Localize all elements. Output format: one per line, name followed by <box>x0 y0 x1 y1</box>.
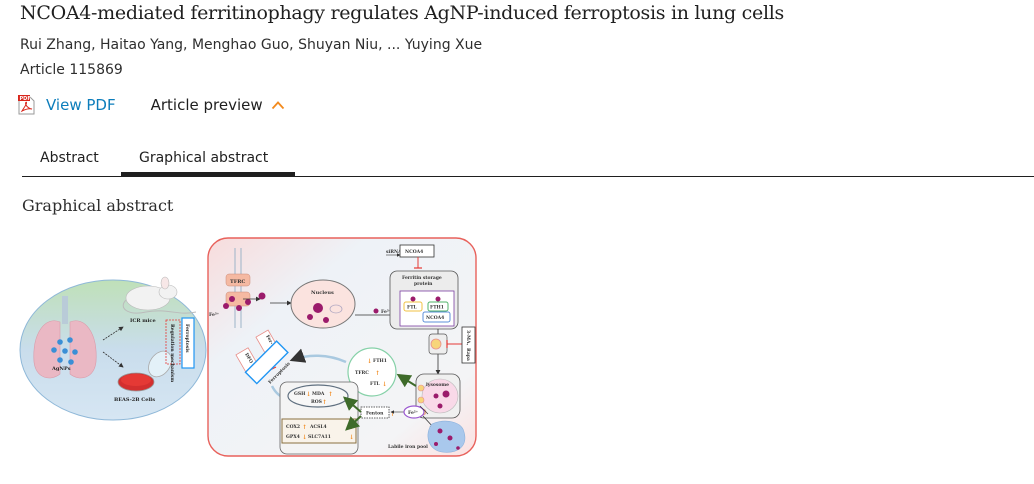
fenton-label: Fenton <box>366 411 384 417</box>
tab-graphical-abstract[interactable]: Graphical abstract <box>139 150 269 166</box>
slc7a11-down-arrow-icon: ↓ <box>349 434 354 441</box>
fer1-label: Fer-1 <box>264 334 276 348</box>
labile-iron-pool-label: Labile iron pool <box>388 444 428 450</box>
right-panel: TFRC Fe³⁺ Nucleus Fe³⁺ siRNA NCOA4 <box>207 237 477 457</box>
lungs-icon <box>33 296 97 379</box>
lysosome-label: lysosome <box>426 382 449 388</box>
fenton-up-arrow-icon: ↑ <box>390 411 395 418</box>
gpx4-label: GPX4 <box>286 434 300 440</box>
tfrc-up-arrow-icon: ↑ <box>375 370 380 377</box>
graphical-abstract-figure[interactable]: AgNPs ICR mice BEAS-2B Cells Regulation … <box>18 236 480 458</box>
ncoa4-label: NCOA4 <box>426 315 444 321</box>
mouse-icon <box>122 276 197 314</box>
fth1-change-label: FTH1 <box>373 358 387 364</box>
article-preview-toggle[interactable]: Article preview <box>151 96 285 114</box>
inhibitors-label: 3-MA、Rapa <box>465 330 471 361</box>
tab-abstract[interactable]: Abstract <box>40 150 99 166</box>
ros-up-arrow-icon: ↑ <box>322 399 327 406</box>
ftl-change-label: FTL <box>370 381 381 387</box>
icr-mice-label: ICR mice <box>130 318 156 324</box>
tfrc-label: TFRC <box>230 279 245 285</box>
gsh-label: GSH <box>294 391 306 397</box>
pdf-icon-badge: PDF <box>20 96 31 102</box>
fth1-label: FTH1 <box>430 305 444 311</box>
ftl-down-arrow-icon: ↓ <box>382 381 387 388</box>
section-heading: Graphical abstract <box>22 196 174 215</box>
chevron-up-icon <box>271 101 284 110</box>
article-actions: PDF View PDF Article preview <box>18 94 285 116</box>
gsh-down-arrow-icon: ↓ <box>306 391 311 398</box>
article-authors: Rui Zhang, Haitao Yang, Menghao Guo, Shu… <box>20 37 483 53</box>
fth1-down-arrow-icon: ↓ <box>367 358 372 365</box>
ferritin-storage-label-1: Ferritin storage <box>402 275 442 281</box>
cox2-label: COX2 <box>286 424 300 430</box>
mda-up-arrow-icon: ↑ <box>328 391 333 398</box>
left-panel: AgNPs ICR mice BEAS-2B Cells Regulation … <box>19 276 207 421</box>
view-pdf-label: View PDF <box>46 96 116 114</box>
dfo-label: DFO <box>243 352 254 365</box>
sirna-label: siRNA <box>386 249 402 255</box>
view-pdf-link[interactable]: PDF View PDF <box>18 95 116 115</box>
fe3-nucleus-label: Fe³⁺ <box>381 309 392 315</box>
ros-label: ROS <box>311 399 322 405</box>
beas-2b-label: BEAS-2B Cells <box>114 397 155 403</box>
slc7a11-label: SLC7A11 <box>308 434 331 440</box>
regulation-label: Regulation mechanism <box>169 324 175 382</box>
mda-label: MDA <box>312 391 325 397</box>
active-tab-indicator <box>121 172 295 176</box>
article-title[interactable]: NCOA4-mediated ferritinophagy regulates … <box>20 2 784 24</box>
article-preview-label: Article preview <box>150 96 263 114</box>
ncoa4-top-label: NCOA4 <box>405 249 423 255</box>
nucleus-label: Nucleus <box>311 290 334 296</box>
ferritin-storage-label-2: protein <box>414 281 433 287</box>
pdf-icon: PDF <box>18 95 35 115</box>
tfrc-change-label: TFRC <box>355 370 369 376</box>
fe2-label: Fe²⁺ <box>408 410 419 416</box>
gpx4-down-arrow-icon: ↓ <box>302 434 307 441</box>
ferroptosis-left-label: Ferroptosis <box>184 324 190 353</box>
cox2-up-arrow-icon: ↑ <box>302 424 307 431</box>
article-number: Article 115869 <box>20 62 123 78</box>
fe3-label: Fe³⁺ <box>209 312 220 318</box>
ftl-label: FTL <box>407 305 418 311</box>
article-tabs: Abstract Graphical abstract <box>22 145 1034 177</box>
agnps-label: AgNPs <box>51 366 71 372</box>
acsl4-label: ACSL4 <box>309 424 327 430</box>
